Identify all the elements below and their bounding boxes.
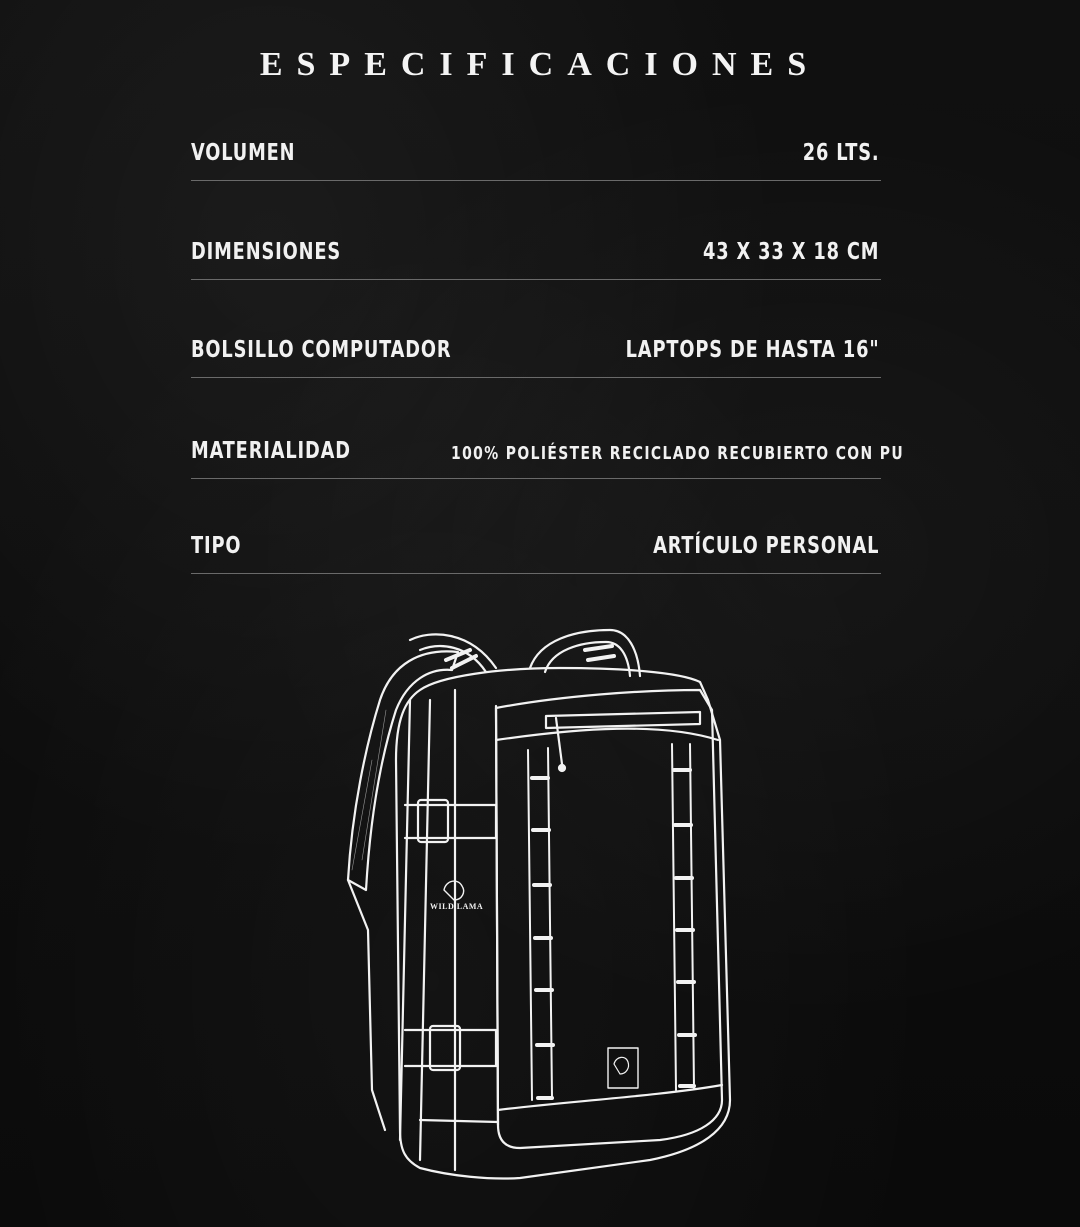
spec-row-volumen: VOLUMEN 26 LTS.	[191, 136, 881, 181]
spec-label: MATERIALIDAD	[191, 438, 351, 464]
spec-value: LAPTOPS DE HASTA 16"	[625, 337, 880, 363]
spec-row-dimensiones: DIMENSIONES 43 X 33 X 18 CM	[191, 236, 881, 280]
page-title: ESPECIFICACIONES	[259, 46, 821, 83]
spec-value: 26 LTS.	[802, 140, 880, 166]
spec-row-tipo: TIPO ARTÍCULO PERSONAL	[191, 530, 881, 574]
spec-label: TIPO	[191, 533, 242, 559]
spec-value: 43 X 33 X 18 CM	[702, 239, 880, 265]
brand-logo-text: WILD LAMA	[430, 902, 484, 911]
spec-row-materialidad: MATERIALIDAD 100% POLIÉSTER RECICLADO RE…	[191, 434, 903, 479]
backpack-icon	[346, 628, 732, 1180]
spec-value: ARTÍCULO PERSONAL	[653, 533, 880, 559]
spec-label: DIMENSIONES	[191, 239, 342, 265]
spec-value: 100% POLIÉSTER RECICLADO RECUBIERTO CON …	[451, 443, 905, 464]
backpack-illustration: WILD LAMA	[330, 620, 750, 1190]
spec-row-bolsillo-computador: BOLSILLO COMPUTADOR LAPTOPS DE HASTA 16"	[191, 333, 881, 378]
spec-label: BOLSILLO COMPUTADOR	[191, 337, 452, 363]
spec-label: VOLUMEN	[191, 140, 296, 166]
